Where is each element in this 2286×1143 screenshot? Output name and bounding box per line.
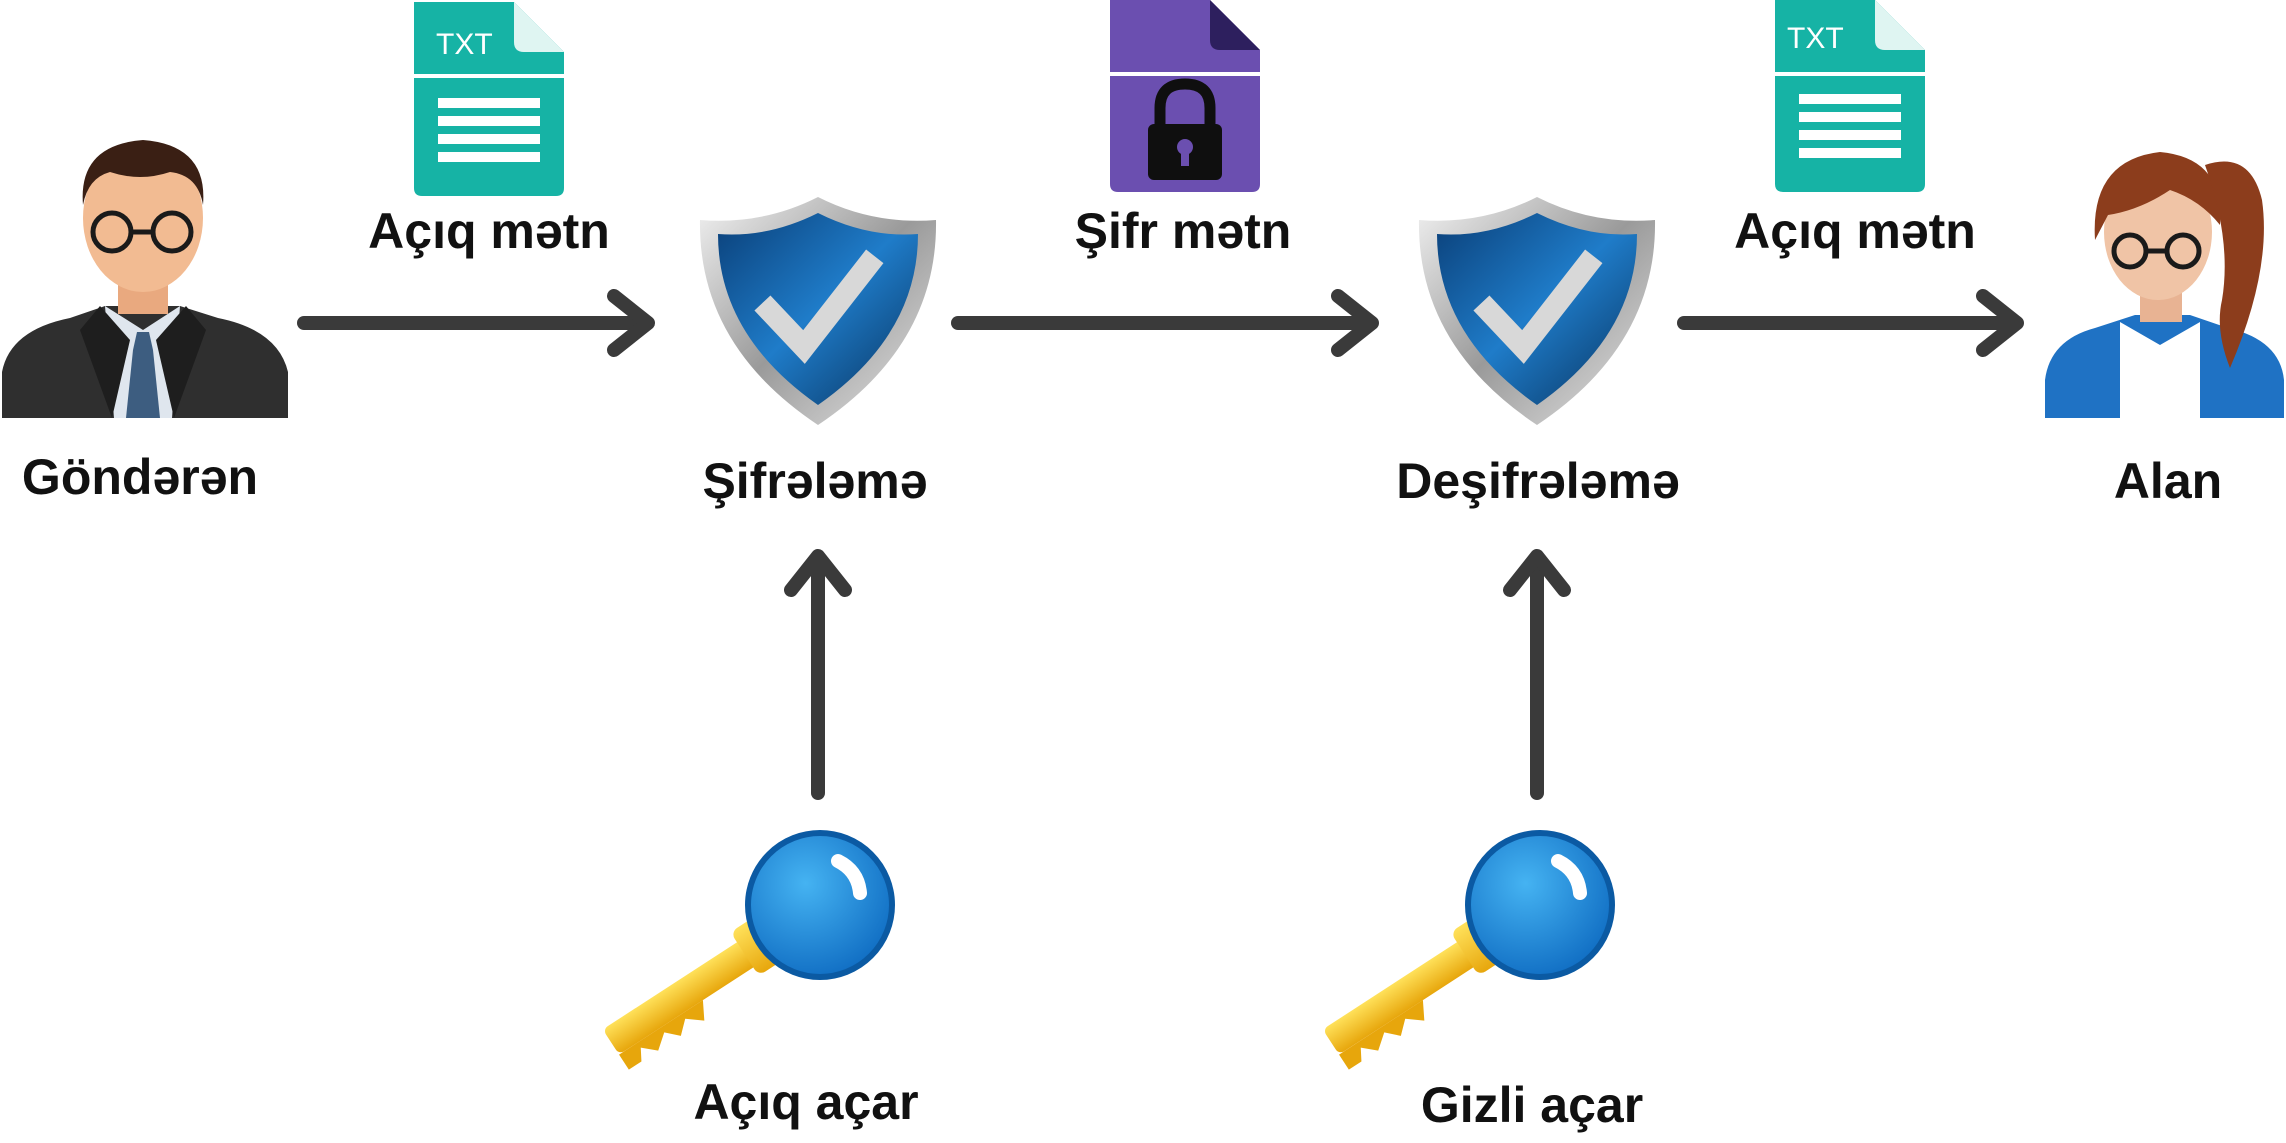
receiver-label: Alan (2113, 453, 2223, 509)
ciphertext-label: Şifr mətn (1074, 203, 1292, 259)
txt-file-icon: TXT (414, 2, 564, 196)
txt-tag: TXT (436, 28, 493, 61)
arrow-sender-to-encryption (297, 289, 655, 357)
key-icon (605, 830, 895, 1070)
encryption-label: Şifrələmə (702, 453, 928, 509)
sender-label: Göndərən (21, 449, 259, 505)
receiver-avatar-icon (2045, 152, 2284, 418)
arrow-decryption-to-receiver (1677, 289, 2024, 357)
public-key-label: Açıq açar (693, 1074, 919, 1130)
sender-avatar-icon (2, 140, 288, 418)
shield-check-icon (1418, 197, 1656, 425)
plaintext-out-label: Açıq mətn (1734, 203, 1976, 259)
shield-check-icon (699, 197, 937, 425)
arrow-encryption-to-decryption (951, 289, 1379, 357)
key-icon (1325, 830, 1615, 1070)
txt-tag: TXT (1787, 22, 1844, 55)
arrow-private-key-to-decryption (1503, 549, 1571, 800)
plaintext-in-label: Açıq mətn (368, 203, 610, 259)
private-key-label: Gizli açar (1420, 1077, 1644, 1133)
arrow-public-key-to-encryption (784, 549, 852, 800)
locked-file-icon (1110, 0, 1260, 192)
txt-file-icon: TXT (1775, 0, 1925, 192)
decryption-label: Deşifrələmə (1396, 453, 1680, 509)
